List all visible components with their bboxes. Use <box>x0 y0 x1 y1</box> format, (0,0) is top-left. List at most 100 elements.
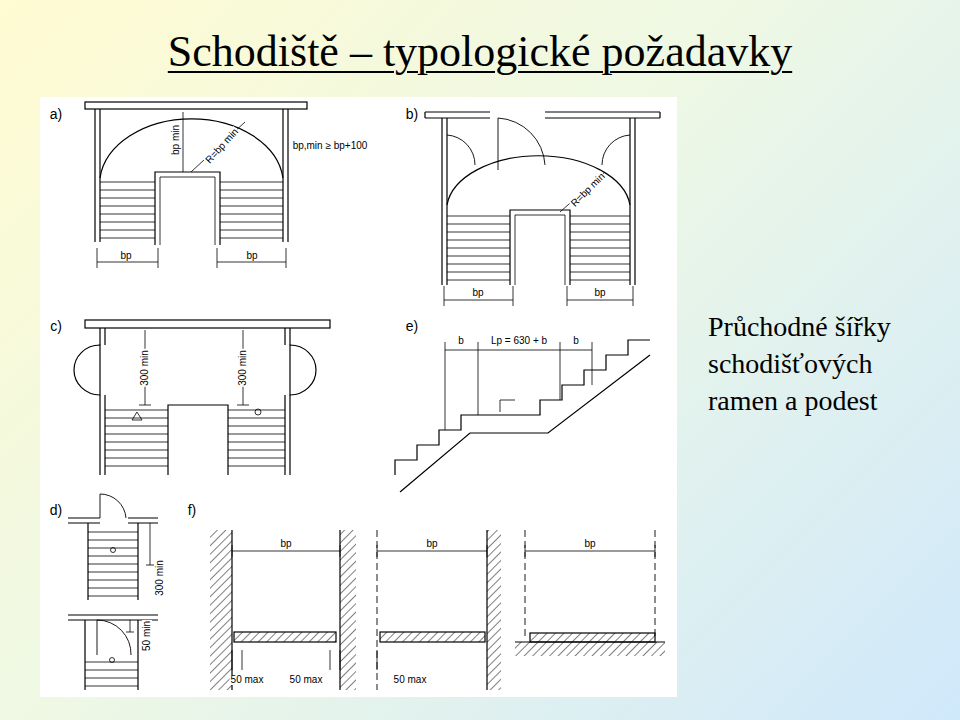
line-art <box>447 272 510 273</box>
line-art <box>88 556 138 557</box>
line-art <box>530 633 655 642</box>
line-art <box>220 230 283 231</box>
slide-title: Schodiště – typologické požadavky <box>0 26 960 77</box>
dimension-label: Lp = 630 + b <box>490 336 548 346</box>
line-art <box>97 248 286 268</box>
side-caption: Průchodné šířky schodišťových ramen a po… <box>708 308 948 419</box>
line-art <box>447 248 510 249</box>
figure-letter: e) <box>405 319 419 333</box>
line-art <box>232 650 340 670</box>
line-art <box>68 102 665 690</box>
dimension-label: bp <box>593 288 606 298</box>
line-art <box>287 109 288 242</box>
line-art <box>570 248 630 249</box>
line-art <box>100 222 155 223</box>
line-art <box>100 328 105 475</box>
line-art <box>500 400 515 412</box>
line-art <box>100 182 155 183</box>
line-art <box>285 328 290 475</box>
dimension-label: bp <box>583 539 596 549</box>
line-art <box>498 118 545 170</box>
dimension-label: 300 min <box>140 349 150 387</box>
line-art <box>105 434 168 435</box>
line-art <box>85 182 630 686</box>
line-art <box>570 256 630 257</box>
line-art <box>88 564 138 565</box>
line-art <box>228 442 285 443</box>
dimension-label: bp <box>425 539 438 549</box>
line-art <box>139 330 249 405</box>
line-art <box>447 135 475 165</box>
line-art <box>634 118 635 285</box>
line-art <box>105 418 168 419</box>
dimension-label: b <box>572 336 580 346</box>
figure-letter: c) <box>49 319 63 333</box>
line-art <box>444 286 633 306</box>
dimension-label: bp <box>119 251 132 261</box>
dimension-label: bp,min ≥ bp+100 <box>292 141 369 151</box>
line-art <box>377 650 378 670</box>
line-art <box>228 426 285 427</box>
figure-letter: f) <box>187 503 198 517</box>
line-art <box>447 232 510 233</box>
line-art <box>441 118 442 285</box>
line-art <box>132 412 142 420</box>
line-art <box>85 320 330 328</box>
line-art <box>85 670 138 671</box>
figure-letter: d) <box>49 503 63 517</box>
line-art <box>447 240 510 241</box>
line-art <box>570 216 630 217</box>
dimension-label: bp <box>471 288 484 298</box>
line-art <box>105 450 168 451</box>
figure-letter: b) <box>405 107 419 121</box>
line-art <box>570 272 630 273</box>
line-art <box>228 450 285 451</box>
line-art <box>447 256 510 257</box>
line-art <box>105 458 168 459</box>
line-art <box>220 182 283 183</box>
line-art <box>100 238 155 239</box>
line-art <box>220 222 283 223</box>
line-art <box>88 532 138 533</box>
dimension-label: 300 min <box>155 559 165 597</box>
line-art <box>160 177 215 245</box>
line-art <box>220 206 283 207</box>
line-art <box>94 109 95 242</box>
line-art <box>220 190 283 191</box>
dimension-label: 50 max <box>230 675 265 685</box>
line-art <box>88 523 138 600</box>
line-art <box>290 345 316 395</box>
line-art <box>100 206 155 207</box>
dimension-label: bp <box>279 539 292 549</box>
line-art <box>191 122 245 172</box>
line-art <box>85 686 138 687</box>
line-art <box>97 620 131 655</box>
line-art <box>88 580 138 581</box>
line-art <box>425 112 660 118</box>
line-art <box>228 418 285 419</box>
line-art <box>220 198 283 199</box>
line-art <box>447 216 510 217</box>
line-art <box>220 214 283 215</box>
line-art <box>85 620 138 690</box>
line-art <box>447 280 510 281</box>
line-art <box>88 540 138 541</box>
line-art <box>88 588 138 589</box>
line-art <box>210 530 232 690</box>
line-art <box>85 678 138 679</box>
line-art <box>228 466 285 467</box>
line-art <box>105 410 168 411</box>
line-art <box>340 530 356 690</box>
line-art <box>447 264 510 265</box>
line-art <box>88 572 138 573</box>
dimension-label: bp <box>245 251 258 261</box>
line-art <box>100 230 155 231</box>
line-art <box>100 198 155 199</box>
line-art <box>380 632 485 642</box>
line-art <box>602 135 630 165</box>
line-art <box>68 518 158 523</box>
line-art <box>88 596 138 597</box>
line-art <box>510 210 570 285</box>
line-art <box>570 264 630 265</box>
